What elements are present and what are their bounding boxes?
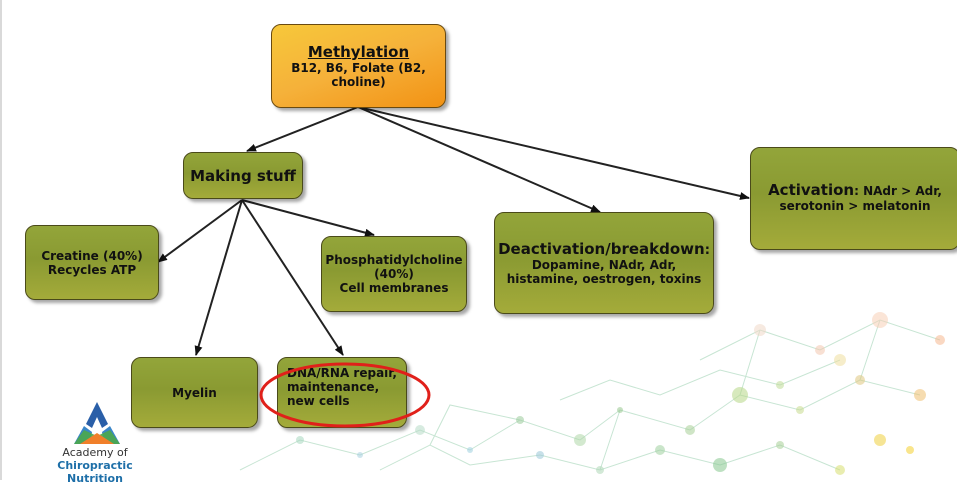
arrow-methylation-to-making-stuff (246, 106, 359, 152)
phosphatidylcholine-line3: Cell membranes (339, 281, 449, 295)
deactivation-title-row: Deactivation/breakdown: (498, 240, 710, 258)
myelin-title: Myelin (172, 385, 217, 400)
methylation-title: Methylation (307, 43, 410, 61)
arrow-making-stuff-to-creatine (157, 199, 243, 263)
node-creatine: Creatine (40%) Recycles ATP (25, 225, 159, 300)
methylation-body: B12, B6, Folate (B2, choline) (291, 61, 426, 89)
node-myelin: Myelin (131, 357, 258, 428)
academy-logo-text: Academy of Chiropractic Nutrition (30, 446, 160, 485)
making-stuff-title: Making stuff (190, 166, 296, 185)
academy-logo-icon (74, 402, 120, 444)
node-phosphatidylcholine: Phosphatidylcholine (40%) Cell membranes (321, 236, 467, 312)
activation-title: Activation (768, 181, 855, 199)
node-making-stuff: Making stuff (183, 152, 303, 199)
deactivation-title: Deactivation/breakdown (498, 240, 705, 258)
node-deactivation: Deactivation/breakdown: Dopamine, NAdr, … (494, 212, 714, 314)
dna-title: DNA/RNA repair, maintenance, new cells (287, 366, 397, 408)
arrow-making-stuff-to-myelin (194, 199, 243, 356)
arrow-methylation-to-deactivation (357, 106, 601, 213)
left-border (0, 0, 2, 480)
arrow-making-stuff-to-dna (241, 199, 344, 356)
creatine-line2: Recycles ATP (47, 262, 137, 277)
arrow-making-stuff-to-phosphatidylcholine (241, 199, 375, 237)
activation-body: : NAdr > Adr, serotonin > melatonin (779, 184, 942, 213)
phosphatidylcholine-line2: (40%) (374, 267, 414, 281)
node-methylation: Methylation B12, B6, Folate (B2, choline… (271, 24, 446, 108)
logo-line2: Chiropractic Nutrition (57, 459, 133, 485)
node-activation: Activation: NAdr > Adr, serotonin > mela… (750, 147, 957, 250)
deactivation-colon: : (704, 243, 710, 258)
activation-text: Activation: NAdr > Adr, serotonin > mela… (765, 183, 945, 214)
arrow-methylation-to-activation (357, 106, 750, 200)
logo-line1: Academy of (62, 446, 128, 459)
phosphatidylcholine-line1: Phosphatidylcholine (325, 253, 463, 267)
deactivation-body: Dopamine, NAdr, Adr, histamine, oestroge… (506, 258, 702, 286)
creatine-line1: Creatine (40%) (41, 248, 143, 263)
